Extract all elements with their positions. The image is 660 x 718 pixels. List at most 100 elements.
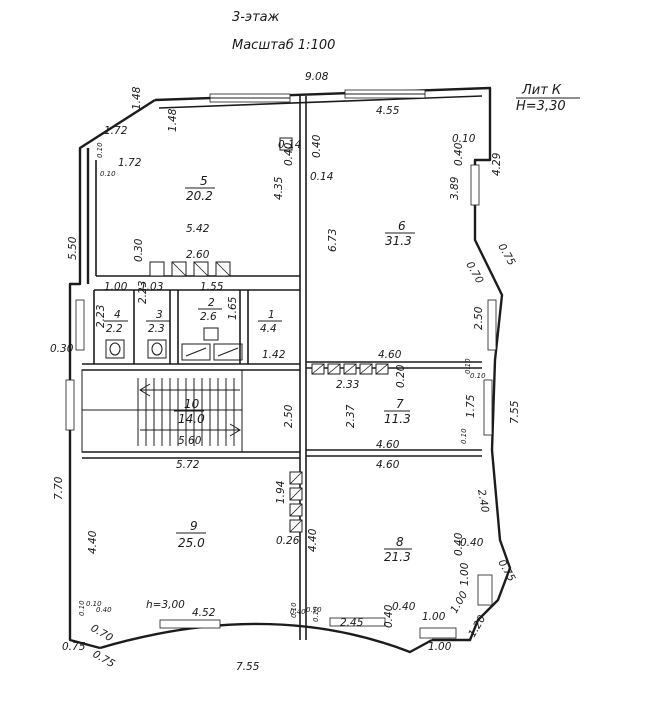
room-2-number: 2 (208, 297, 215, 309)
dim-label: 1.00 (422, 611, 446, 623)
dim-label: 0.20 (395, 364, 407, 388)
dim-label: 0.10 (470, 372, 486, 380)
windows (65, 89, 497, 639)
room-9-number: 9 (190, 519, 198, 533)
room-3-area: 2.3 (148, 323, 165, 335)
dim-label: 7.70 (53, 476, 65, 500)
room-3-number: 3 (156, 309, 163, 321)
staircase (81, 369, 243, 453)
dim-label: 0.30 (133, 238, 145, 262)
dim-label: 1.20 (466, 613, 488, 640)
dim-label: 0.40 (283, 142, 295, 166)
dim-label: 7.55 (236, 661, 260, 673)
dimension-labels: 9.08 1.48 1.48 1.72 1.72 5.50 4.55 0.10 … (50, 71, 521, 673)
dim-label: 4.35 (273, 176, 285, 200)
dim-label: 0.26 (276, 535, 300, 547)
dim-label: 4.52 (192, 607, 216, 619)
room-labels: 5 20.2 6 31.3 1 4.4 2 2.6 3 2.3 4 2.2 10… (104, 174, 415, 564)
dim-label: 0.10 (312, 606, 320, 622)
dim-label: 0.30 (50, 343, 74, 355)
dim-label: 0.10 (96, 142, 104, 158)
room-7-number: 7 (396, 397, 404, 411)
dim-label: 1.00 (428, 641, 452, 653)
dim-label: 1.72 (118, 157, 142, 169)
room-6-area: 31.3 (385, 234, 412, 248)
dim-label: 4.40 (307, 528, 319, 552)
dim-label: 0.40 (392, 601, 416, 613)
dim-label: 4.29 (491, 152, 503, 176)
vent-ducts (149, 137, 389, 533)
room-7-area: 11.3 (384, 412, 411, 426)
dim-label: 0.75 (62, 641, 86, 653)
dim-label: 6.73 (327, 229, 339, 252)
room-10-area: 14.0 (178, 412, 205, 426)
dim-label: 0.75 (495, 558, 517, 585)
room-4-area: 2.2 (106, 323, 123, 335)
dim-label: 2.33 (336, 379, 359, 391)
dim-label: 0.10 (290, 602, 298, 618)
dim-label: 0.40 (383, 604, 395, 628)
dim-label: 2.50 (283, 404, 295, 428)
dim-label: 0.10 (464, 358, 472, 374)
dim-label: 1.94 (275, 481, 287, 504)
dim-label: 4.60 (376, 439, 400, 451)
dim-label: 1.00 (448, 589, 470, 616)
dim-label: 1.00 (459, 562, 471, 586)
scale-label: Масштаб 1:100 (232, 38, 335, 53)
dim-label: 2.37 (345, 404, 357, 428)
room-10-number: 10 (184, 397, 200, 411)
dim-label: 5.50 (67, 236, 79, 260)
dim-label: 2.23 (95, 305, 107, 328)
height-label: Н=3,30 (516, 99, 566, 114)
dim-label: 5.42 (186, 223, 210, 235)
room-1-area: 4.4 (260, 323, 277, 335)
dim-label: 0.14 (278, 139, 301, 151)
dim-label: 2.23 (137, 281, 149, 304)
dim-label: 1.75 (465, 394, 477, 418)
room-4-number: 4 (114, 309, 121, 321)
dim-label: 1.48 (167, 108, 179, 132)
room-8-area: 21.3 (384, 550, 411, 564)
dim-label: 0.14 (310, 171, 333, 183)
dim-label: 1.65 (227, 296, 239, 320)
dim-label: 0.40 (311, 134, 323, 158)
dim-label: 1.42 (262, 349, 286, 361)
dim-label: 0.40 (96, 606, 112, 614)
dim-label: 4.60 (376, 459, 400, 471)
dim-label: 0.10 (78, 600, 86, 616)
dim-label: 0.70 (89, 622, 116, 644)
dim-label: 0.40 (460, 537, 484, 549)
dim-label: 0.75 (91, 648, 118, 670)
dim-label: 2.45 (340, 617, 364, 629)
dim-label: 1.48 (131, 86, 143, 110)
dim-label: 4.40 (87, 530, 99, 554)
ceiling-height-label: h=3,00 (146, 599, 185, 611)
room-8-number: 8 (396, 535, 404, 549)
dim-label: 1.03 (140, 281, 163, 293)
dim-label: 0.10 (100, 170, 116, 178)
dim-label: 2.60 (186, 249, 210, 261)
outer-walls (68, 86, 512, 654)
lit-label: Лит К (521, 83, 562, 98)
dim-label: 5.60 (178, 435, 202, 447)
dim-label: 0.40 (453, 142, 465, 166)
dim-label: 0.10 (86, 600, 102, 608)
dim-label: 7.55 (509, 400, 521, 424)
dim-label: 0.10 (452, 133, 476, 145)
dim-label: 1.72 (104, 125, 128, 137)
dim-label: 0.10 (306, 606, 322, 614)
dim-label: 2.40 (475, 488, 491, 513)
dim-label: 0.75 (495, 242, 517, 269)
dim-label: 0.10 (460, 428, 468, 444)
room-6-number: 6 (398, 219, 406, 233)
dim-label: 1.55 (200, 281, 224, 293)
room-9-area: 25.0 (178, 536, 205, 550)
room-2-area: 2.6 (200, 311, 217, 323)
room-5-area: 20.2 (186, 189, 213, 203)
floor-title: 3-этаж (232, 10, 280, 25)
dim-label: 0.40 (290, 608, 306, 616)
dim-label: 9.08 (305, 71, 329, 83)
dim-label: 2.50 (473, 306, 485, 330)
dim-label: 0.70 (463, 260, 485, 287)
